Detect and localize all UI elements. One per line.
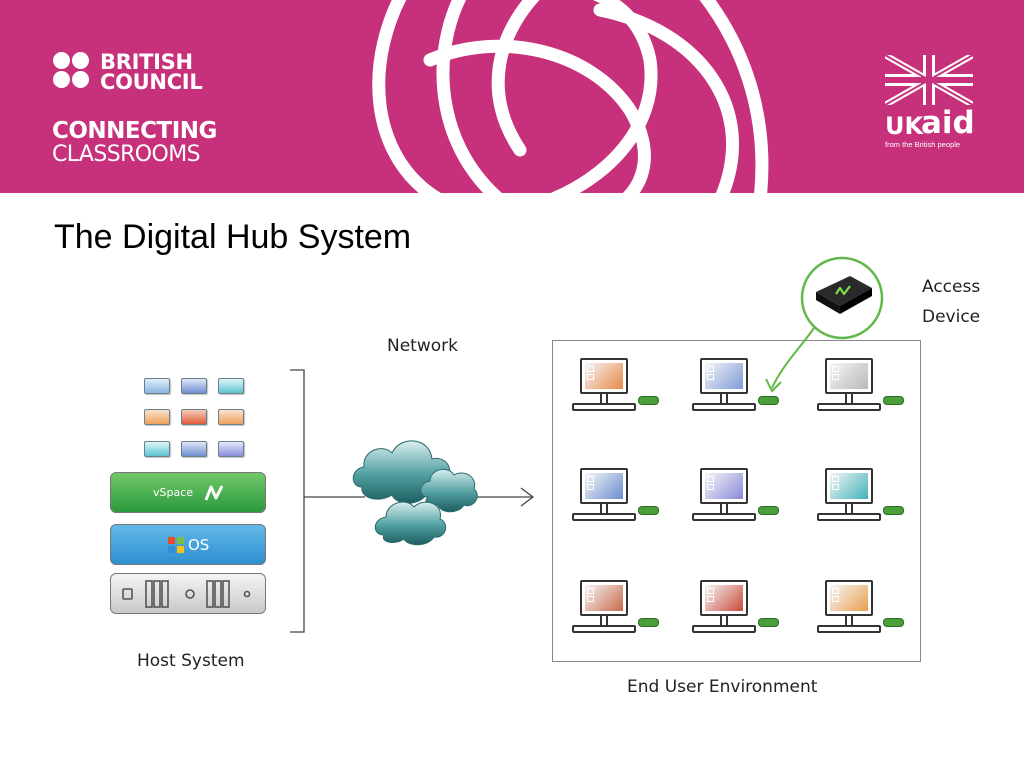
keyboard bbox=[817, 513, 881, 521]
monitor bbox=[825, 358, 873, 394]
access-device-icon bbox=[816, 276, 872, 314]
british-council-line1: BRITISH bbox=[100, 50, 193, 74]
access-device-label-line2: Device bbox=[922, 307, 981, 327]
logo-dot-icon bbox=[53, 52, 70, 69]
vspace-layer: vSpace bbox=[110, 472, 266, 513]
keyboard bbox=[572, 403, 636, 411]
monitor-screen bbox=[705, 585, 743, 611]
monitor bbox=[825, 468, 873, 504]
vspace-label: vSpace bbox=[153, 486, 194, 499]
ukaid-tagline: from the British people bbox=[885, 140, 961, 149]
keyboard bbox=[692, 513, 756, 521]
keyboard bbox=[692, 403, 756, 411]
vspace-logo-icon bbox=[204, 485, 224, 501]
monitor-screen bbox=[830, 585, 868, 611]
monitor-stand bbox=[600, 394, 608, 404]
monitor-screen bbox=[585, 585, 623, 611]
access-device-icon bbox=[638, 396, 659, 405]
computer-terminal-icon bbox=[815, 358, 907, 424]
arrowhead bbox=[520, 487, 535, 507]
server-icon bbox=[122, 580, 251, 608]
access-device-icon bbox=[638, 618, 659, 627]
monitor-stand bbox=[720, 394, 728, 404]
monitor-screen bbox=[585, 363, 623, 389]
access-device-icon bbox=[883, 396, 904, 405]
computer-terminal-icon bbox=[690, 580, 782, 646]
keyboard bbox=[817, 625, 881, 633]
decorative-swirls bbox=[372, 0, 769, 193]
os-label: OS bbox=[188, 536, 210, 554]
access-device-label: Access Device bbox=[922, 272, 980, 332]
vm-tile-icon bbox=[218, 378, 244, 394]
computer-terminal-icon bbox=[815, 468, 907, 534]
computer-terminal-icon bbox=[570, 358, 662, 424]
monitor-stand bbox=[720, 504, 728, 514]
access-device-icon bbox=[758, 506, 779, 515]
monitor-stand bbox=[845, 504, 853, 514]
monitor-screen bbox=[705, 473, 743, 499]
access-device-icon bbox=[883, 506, 904, 515]
keyboard bbox=[572, 625, 636, 633]
server-layer bbox=[110, 573, 266, 614]
keyboard bbox=[692, 625, 756, 633]
ukaid-aid: aid bbox=[921, 105, 975, 141]
monitor-screen bbox=[830, 363, 868, 389]
union-flag-icon bbox=[885, 55, 973, 105]
vm-tile-icon bbox=[181, 378, 207, 394]
vm-tile-icon bbox=[218, 409, 244, 425]
os-layer: OS bbox=[110, 524, 266, 565]
access-device-icon bbox=[638, 506, 659, 515]
cloud-icon bbox=[352, 440, 478, 546]
access-device-callout bbox=[765, 256, 884, 393]
ukaid-uk: UK bbox=[885, 112, 924, 140]
vm-tile-icon bbox=[181, 409, 207, 425]
monitor-screen bbox=[585, 473, 623, 499]
monitor-stand bbox=[600, 616, 608, 626]
logo-dot-icon bbox=[72, 52, 89, 69]
monitor-stand bbox=[720, 616, 728, 626]
vm-tile-icon bbox=[144, 409, 170, 425]
vm-tile-icon bbox=[218, 441, 244, 457]
vm-tile-icon bbox=[144, 441, 170, 457]
access-device-icon bbox=[758, 618, 779, 627]
computer-terminal-icon bbox=[570, 580, 662, 646]
network-connector bbox=[290, 369, 535, 633]
keyboard bbox=[572, 513, 636, 521]
monitor-stand bbox=[845, 394, 853, 404]
monitor bbox=[580, 580, 628, 616]
computer-terminal-icon bbox=[690, 468, 782, 534]
monitor bbox=[825, 580, 873, 616]
callout-arrow-icon bbox=[771, 327, 815, 389]
vm-tile-icon bbox=[181, 441, 207, 457]
monitor bbox=[700, 580, 748, 616]
monitor bbox=[700, 468, 748, 504]
host-system-label: Host System bbox=[137, 651, 245, 671]
monitor-stand bbox=[845, 616, 853, 626]
computer-terminal-icon bbox=[690, 358, 782, 424]
logo-dot-icon bbox=[72, 71, 89, 88]
monitor-screen bbox=[705, 363, 743, 389]
access-device-icon bbox=[758, 396, 779, 405]
network-label: Network bbox=[387, 336, 458, 356]
monitor bbox=[580, 358, 628, 394]
access-device-icon bbox=[883, 618, 904, 627]
classrooms-line: CLASSROOMS bbox=[52, 142, 201, 167]
monitor bbox=[700, 358, 748, 394]
host-bracket bbox=[290, 369, 305, 633]
british-council-line2: COUNCIL bbox=[100, 70, 203, 94]
logo-dot-icon bbox=[53, 71, 70, 88]
computer-terminal-icon bbox=[815, 580, 907, 646]
slide-title: The Digital Hub System bbox=[54, 218, 412, 256]
vm-tile-icon bbox=[144, 378, 170, 394]
monitor-screen bbox=[830, 473, 868, 499]
windows-flag-icon bbox=[168, 537, 184, 553]
header-banner: BRITISH COUNCIL CONNECTING CLASSROOMS UK… bbox=[0, 0, 1024, 193]
computer-terminal-icon bbox=[570, 468, 662, 534]
access-device-label-line1: Access bbox=[922, 277, 981, 297]
end-user-environment-label: End User Environment bbox=[627, 677, 818, 697]
monitor-stand bbox=[600, 504, 608, 514]
keyboard bbox=[817, 403, 881, 411]
monitor bbox=[580, 468, 628, 504]
connecting-line: CONNECTING bbox=[52, 118, 217, 144]
